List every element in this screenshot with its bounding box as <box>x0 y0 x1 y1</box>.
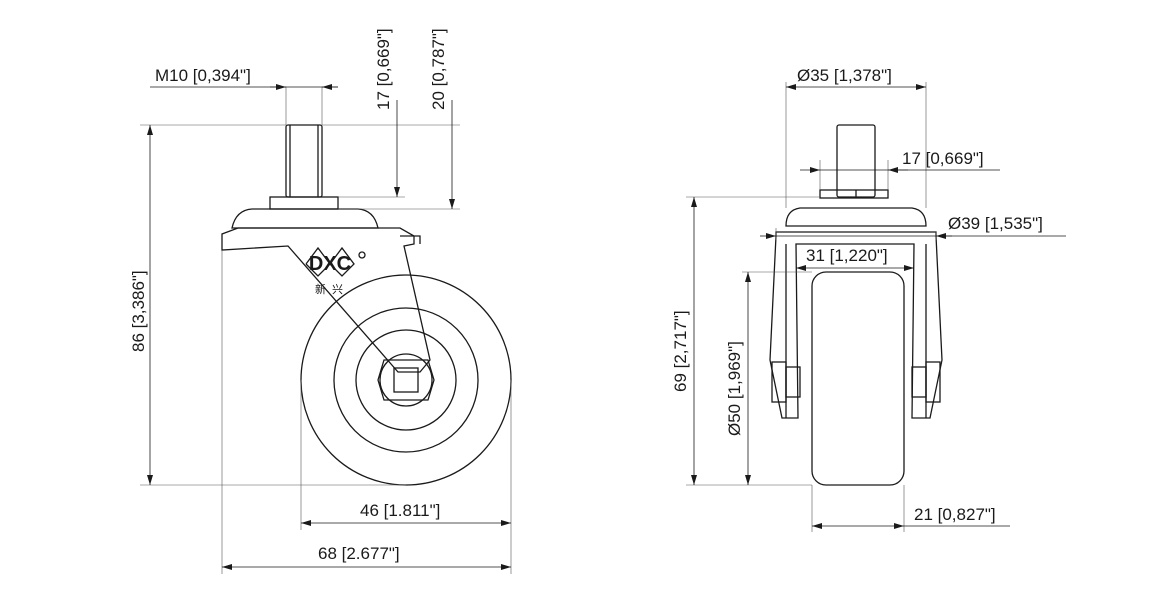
dim-plate-35-label: Ø35 [1,378"] <box>797 66 892 85</box>
thread-stem <box>285 124 323 198</box>
top-plate <box>231 208 379 229</box>
dim-height-69-label: 69 [2,717"] <box>671 310 690 392</box>
axle-hex-nut <box>377 359 435 401</box>
front-top-plate <box>785 207 927 227</box>
dim-wheel-50-label: Ø50 [1,969"] <box>725 341 744 436</box>
dim-wheel-46-label: 46 [1.811"] <box>360 501 440 520</box>
front-wheel <box>811 271 905 486</box>
logo-chinese: 新兴 <box>315 282 349 296</box>
wheel-rim <box>333 307 479 453</box>
dim-hex-17-label: 17 [0,669"] <box>902 149 984 168</box>
front-thread-stem <box>836 124 876 198</box>
dim-stem-17-label: 17 [0,669"] <box>374 28 393 110</box>
brand-logo: DXC 新兴 <box>305 246 366 296</box>
stem-nut <box>269 196 339 210</box>
dim-stem-20-label: 20 [0,787"] <box>429 28 448 110</box>
dim-fork-31-label: 31 [1,220"] <box>806 246 888 265</box>
front-view: Ø35 [1,378"] 17 [0,669"] Ø39 [1,535"] 31… <box>671 66 1066 532</box>
wheel-hub-ring <box>355 329 457 431</box>
front-hex-nut <box>819 189 889 199</box>
wheel-tire <box>300 274 512 486</box>
dim-swivel-68-label: 68 [2.677"] <box>318 544 400 563</box>
wheel-hub <box>379 353 433 407</box>
swivel-fork <box>221 227 431 373</box>
dim-thread-label: M10 [0,394"] <box>155 66 251 85</box>
dim-width-21-label: 21 [0,827"] <box>914 505 996 524</box>
logo-emblem-icon <box>305 246 355 277</box>
dim-height-label: 86 [3,386"] <box>129 270 148 352</box>
logo-letters: DXC <box>309 253 351 275</box>
dim-plate-39-label: Ø39 [1,535"] <box>948 214 1043 233</box>
side-view: DXC 新兴 M10 [0,394"] 17 [0,669"] 20 [0,78… <box>129 28 512 574</box>
